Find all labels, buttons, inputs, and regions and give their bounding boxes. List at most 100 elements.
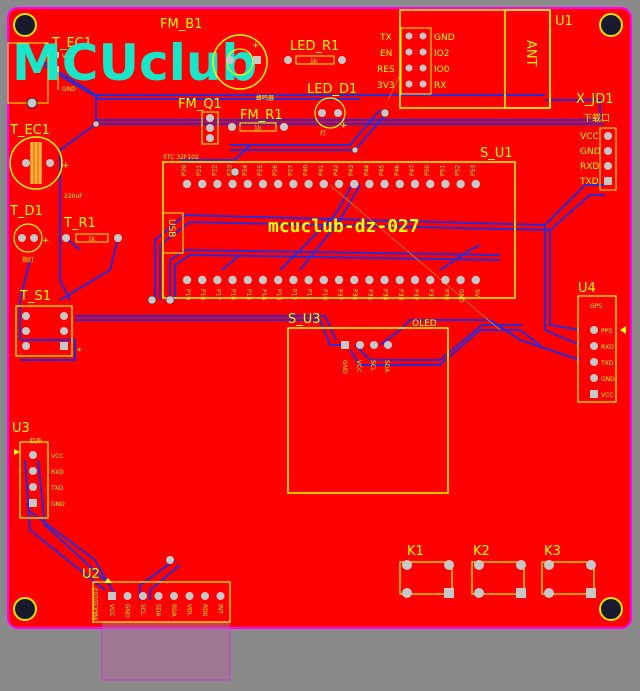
s-u1-top-pin-label: P25: [257, 165, 264, 176]
u2-pad: [154, 592, 163, 600]
t-d1-led: + T_D1 指灯: [9, 204, 50, 264]
t-d1-ref: T_D1: [9, 204, 43, 219]
led-r1-resistor: 1k LED_R1: [284, 39, 346, 65]
s-u1-top-pad: [395, 179, 404, 189]
oled-pin-scl: SCL: [369, 360, 376, 372]
s-u1-top-pin-label: P51: [439, 165, 446, 176]
esp-pin-res: RES: [377, 65, 395, 75]
s-u1-bottom-pad: [258, 275, 268, 285]
esp-pin-rx: RX: [434, 81, 446, 91]
u2-title: MAX30102: [93, 587, 100, 620]
s-u1-bottom-pad: [274, 275, 283, 285]
u2-ref: U2: [82, 567, 100, 582]
s-u1-bottom-pin-label: P11: [306, 289, 313, 300]
s-u1-bottom-pad: [182, 275, 192, 285]
t-r1-ref: T_R1: [63, 216, 96, 231]
s-u1-bottom-pin-label: P19: [184, 289, 191, 300]
esp-pin-io0: IO0: [434, 65, 450, 75]
s-u1-top-pad: [350, 179, 359, 189]
x-jd1-pin-vcc: VCC: [580, 132, 599, 142]
u4-ref: U4: [578, 281, 596, 296]
u3-pin-vcc: VCC: [51, 453, 63, 460]
led-d1-ref: LED_D1: [307, 82, 357, 97]
s-u1-model: STC 32F102: [163, 154, 199, 161]
s-u1-top-pin-label: P40: [303, 165, 310, 176]
u3-title: 红外: [30, 437, 42, 445]
s-u1-top-pin-label: P52: [455, 165, 462, 176]
x-jd1-pin-gnd: GND: [580, 147, 601, 157]
s-u1-bottom-pad: [426, 275, 435, 285]
s-u1-top-pin-label: P21: [196, 165, 203, 176]
vias: [92, 108, 390, 305]
t-s1-switch: * T_S1: [15, 289, 82, 357]
s-u1-bottom-pin-label: P32: [412, 289, 419, 300]
key-k1[interactable]: K1: [399, 544, 454, 598]
fm-r1-resistor: 1k FM_R1: [228, 108, 288, 132]
t-ec1-top-pin-gnd: GND: [62, 86, 76, 93]
s-u1-bottom-pin-label: P10: [321, 289, 328, 300]
s-u1-bottom-pad: [456, 275, 465, 285]
t-ec1-value: 220uF: [64, 193, 83, 200]
s-u1-top-pin-label: P53: [470, 165, 477, 176]
s-u1-bottom-pad: [289, 275, 298, 285]
s-u1-top-pad: [228, 179, 237, 189]
t-ec1-top-component: VCC GND T_EC1: [7, 36, 92, 109]
s-u1-top-pad: [456, 179, 465, 189]
s-u1-top-pin-label: P46: [394, 165, 401, 176]
u2-pad: [123, 592, 132, 600]
fm-q1: FM_Q1: [178, 97, 222, 145]
x-jd1-pin-rxd: RXD: [580, 162, 599, 172]
s-u1-bottom-pin-label: P14: [260, 289, 267, 300]
mount-hole-tr: [599, 13, 623, 37]
k3-ref: K3: [544, 544, 561, 559]
svg-text:+: +: [62, 161, 70, 171]
s-u1-bottom-pin-label: P15: [245, 289, 252, 300]
u2-pad: [108, 592, 116, 600]
u4-pin-txd: TXD: [600, 360, 614, 367]
t-ec1-ref: T_EC1: [9, 123, 50, 138]
s-u1-bottom-pin-label: 5V: [473, 289, 480, 298]
s-u1-top-pin-label: P27: [287, 165, 294, 176]
s-u3-ref: S_U3: [288, 312, 321, 327]
s-u1-top-pin-label: P42: [333, 165, 340, 176]
s-u1-bottom-pad: [395, 275, 404, 285]
led-r1-value: 1k: [310, 58, 318, 65]
s-u1-top-pin-label: P47: [409, 165, 416, 176]
board-title: mcuclub-dz-027: [268, 216, 420, 237]
s-u1-top-pad: [471, 179, 480, 189]
s-u1-top-pad: [426, 179, 435, 189]
u4-pin-pps: PPS: [601, 328, 612, 335]
s-u1-top-pad: [365, 179, 374, 189]
u2-pad: [139, 592, 147, 600]
led-d1-label: 灯: [320, 129, 326, 137]
s-u1-top-pin-label: P43: [348, 165, 355, 176]
u4-pin-rxd: RXD: [601, 344, 614, 351]
s-u1-bottom-pad: [334, 275, 344, 285]
esp-pin-en: EN: [380, 49, 392, 59]
mount-hole-br: [599, 597, 623, 621]
logo: MCUclub: [12, 34, 257, 92]
led-r1-ref: LED_R1: [290, 39, 339, 54]
fm-r1-value: 1k: [254, 125, 262, 132]
key-k3[interactable]: K3: [541, 544, 596, 598]
s-u1-top-pin-label: P24: [242, 165, 249, 176]
esp-pin-gnd: GND: [434, 33, 455, 43]
s-u1-bottom-pad: [365, 275, 374, 285]
mount-hole-tl: [13, 13, 37, 37]
s-u1-top-pin-label: P23: [227, 165, 234, 176]
t-ec1-top-ref: T_EC1: [51, 36, 92, 51]
fm-r1-ref: FM_R1: [240, 108, 283, 123]
s-u1-bottom-pad: [198, 275, 207, 285]
s-u1-top-pin-label: P26: [272, 165, 279, 176]
esp-pin-tx: TX: [379, 33, 392, 43]
s-u1-bottom-pad: [410, 275, 420, 285]
led-d1: + LED_D1 灯: [307, 82, 357, 137]
buzzer-label: 蜂鸣器: [256, 94, 274, 102]
s-u1-top-pin-label: P50: [424, 165, 431, 176]
key-k2[interactable]: K2: [471, 544, 526, 598]
s-u1-top-pin-label: P20: [181, 165, 188, 176]
u2-pad: [170, 592, 178, 600]
u4-title: GPS: [590, 303, 602, 310]
